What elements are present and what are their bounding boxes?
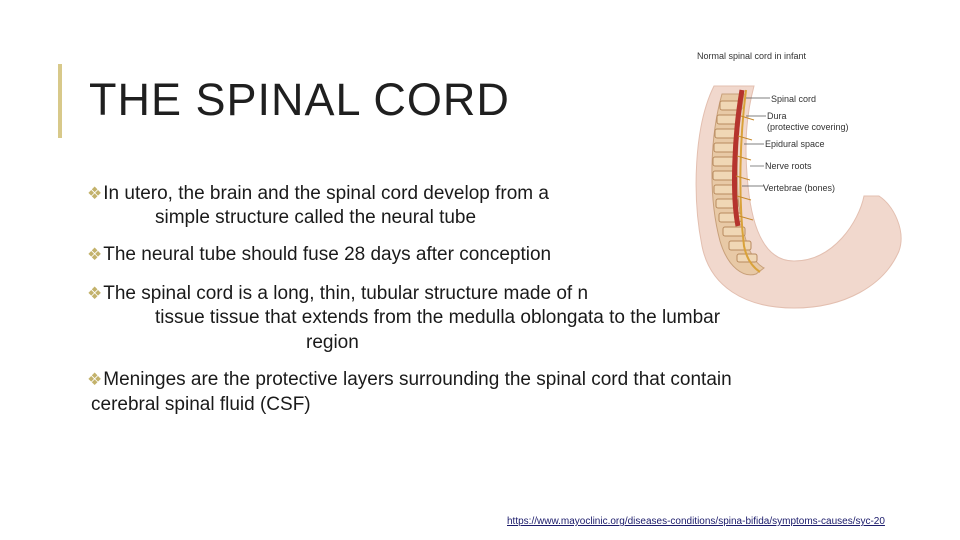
label-epidural-space: Epidural space — [765, 139, 825, 149]
bullet-1-continuation: simple structure called the neural tube — [155, 207, 477, 228]
spine-diagram-svg — [695, 85, 902, 309]
diamond-bullet-icon: ❖ — [87, 370, 103, 389]
spinal-cord-illustration — [684, 46, 910, 316]
source-link[interactable]: https://www.mayoclinic.org/diseases-cond… — [507, 516, 885, 527]
label-dura: Dura — [767, 111, 787, 121]
title-accent-bar — [58, 64, 62, 138]
bullet-3-continuation: tissue tissue that extends from the medu… — [155, 307, 721, 328]
bullet-4: ❖Meninges are the protective layers surr… — [87, 369, 732, 390]
figure-title: Normal spinal cord in infant — [697, 51, 807, 61]
diamond-bullet-icon: ❖ — [87, 184, 103, 203]
bullet-1: ❖In utero, the brain and the spinal cord… — [87, 183, 549, 204]
bullet-2: ❖The neural tube should fuse 28 days aft… — [87, 244, 552, 265]
label-vertebrae: Vertebrae (bones) — [763, 183, 836, 193]
bullet-3-continuation-2: region — [306, 332, 359, 353]
bullet-3: ❖The spinal cord is a long, thin, tubula… — [87, 283, 589, 304]
label-spinal-cord: Spinal cord — [771, 94, 817, 104]
label-nerve-roots: Nerve roots — [765, 161, 812, 171]
diamond-bullet-icon: ❖ — [87, 284, 103, 303]
slide-title: THE SPINAL CORD — [89, 74, 510, 125]
label-protective-covering: (protective covering) — [767, 122, 849, 132]
bullet-4-continuation: cerebral spinal fluid (CSF) — [91, 394, 311, 415]
diamond-bullet-icon: ❖ — [87, 245, 103, 264]
